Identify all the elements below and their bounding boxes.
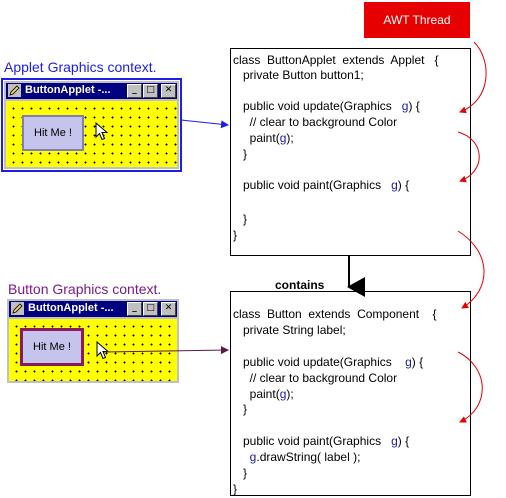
applet-connector-arrow xyxy=(180,119,229,129)
hit-me-button[interactable]: Hit Me ! xyxy=(20,328,84,366)
applet-window-bottom: ButtonApplet -... _ □ ✕ Hit Me ! xyxy=(6,298,180,384)
applet-context-label: Applet Graphics context. xyxy=(4,59,157,75)
close-button[interactable]: ✕ xyxy=(161,84,176,98)
button-class-code-box: class Button extends Component { private… xyxy=(230,291,471,496)
contains-label: contains xyxy=(275,278,325,292)
code-line: // clear to background Color xyxy=(233,371,398,385)
awt-thread-label: AWT Thread xyxy=(383,13,451,27)
code-line: } xyxy=(233,466,248,480)
applet-client-area: Hit Me ! xyxy=(9,319,177,381)
mouse-cursor-icon xyxy=(95,122,109,141)
minimize-button[interactable]: _ xyxy=(127,84,142,98)
pencil-icon xyxy=(11,302,24,315)
mouse-cursor-icon xyxy=(96,341,110,360)
button-context-label: Button Graphics context. xyxy=(8,281,162,297)
hit-me-label: Hit Me ! xyxy=(34,127,72,139)
code-line: public void update(Graphics g) { xyxy=(233,355,424,369)
hit-me-label: Hit Me ! xyxy=(33,341,71,353)
maximize-button[interactable]: □ xyxy=(143,302,158,316)
applet-window-top: ButtonApplet -... _ □ ✕ Hit Me ! xyxy=(1,78,182,172)
applet-client-area: Hit Me ! xyxy=(6,101,177,167)
maximize-button[interactable]: □ xyxy=(143,84,158,98)
window-title: ButtonApplet -... xyxy=(28,302,114,314)
minimize-button[interactable]: _ xyxy=(127,302,142,316)
code-line: } xyxy=(233,212,248,226)
hit-me-button[interactable]: Hit Me ! xyxy=(22,115,84,151)
code-line: // clear to background Color xyxy=(233,115,398,129)
code-line: class ButtonApplet extends Applet { xyxy=(233,53,439,67)
window-title: ButtonApplet -... xyxy=(25,84,111,96)
pencil-icon xyxy=(8,84,21,97)
code-line: class Button extends Component { xyxy=(233,307,437,321)
code-line: } xyxy=(233,402,248,416)
code-line: } xyxy=(233,228,238,242)
code-line: public void update(Graphics g) { xyxy=(233,99,420,113)
code-line: public void paint(Graphics g) { xyxy=(233,178,410,192)
code-line: g.drawString( label ); xyxy=(249,450,361,464)
code-line: paint(g); xyxy=(233,131,294,145)
applet-class-code-box: class ButtonApplet extends Applet { priv… xyxy=(230,48,471,256)
code-line: } xyxy=(233,147,248,161)
awt-thread-box: AWT Thread xyxy=(364,2,470,38)
code-line: private Button button1; xyxy=(233,68,364,82)
code-line: } xyxy=(233,482,238,496)
code-line: paint(g); xyxy=(233,387,294,401)
code-line: private String label; xyxy=(233,323,346,337)
close-button[interactable]: ✕ xyxy=(161,302,176,316)
code-line: public void paint(Graphics g) { xyxy=(233,434,410,448)
applet-titlebar: ButtonApplet -... _ □ ✕ xyxy=(9,301,177,317)
applet-titlebar: ButtonApplet -... _ □ ✕ xyxy=(6,83,177,99)
